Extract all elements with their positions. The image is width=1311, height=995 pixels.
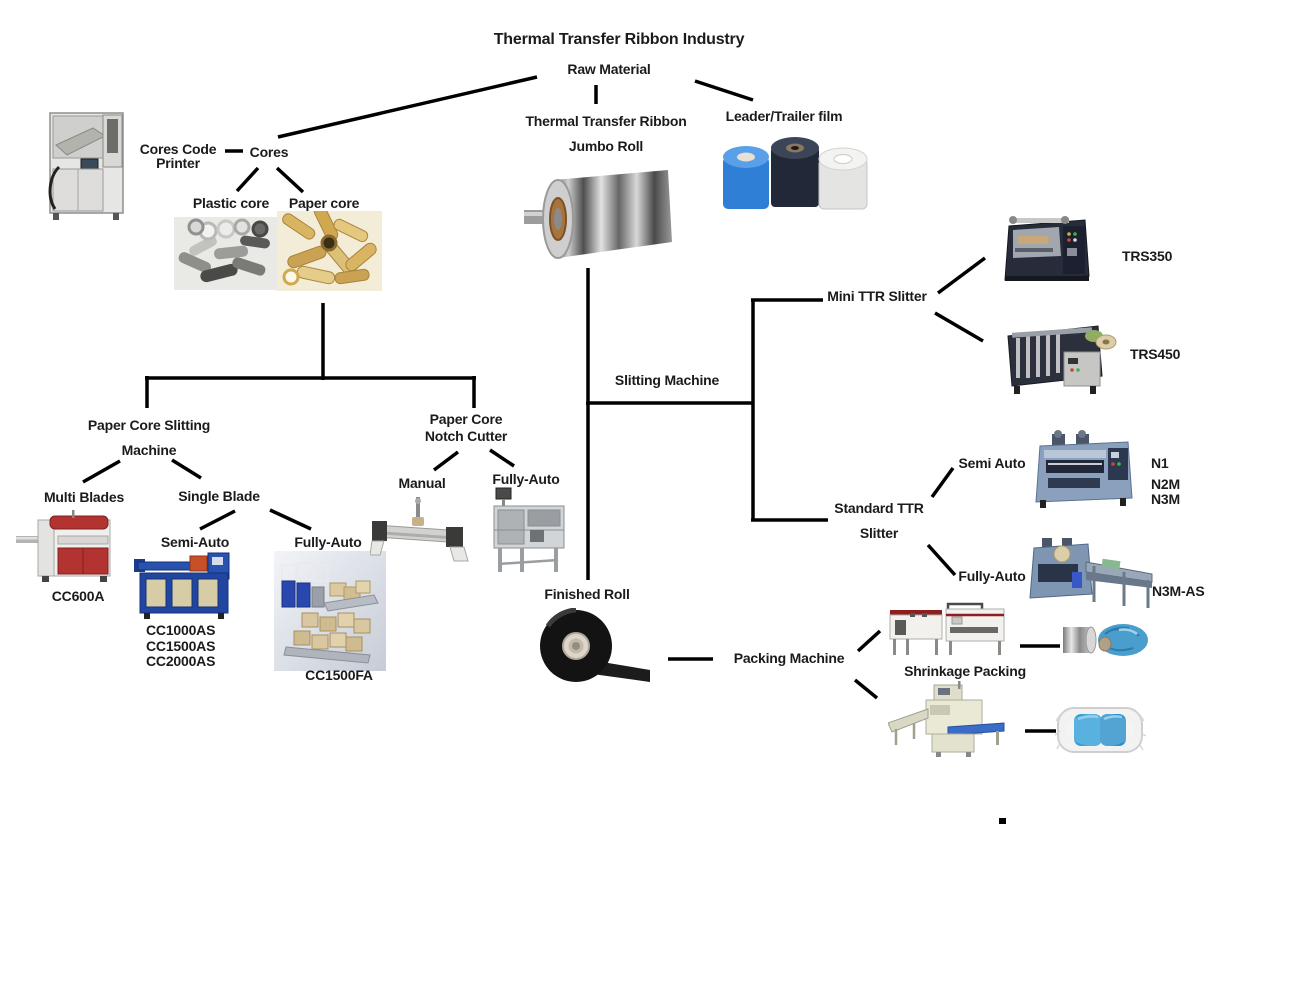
jumbo-roll-image (524, 166, 674, 273)
shrink-packing-machine-image (888, 601, 1015, 663)
node-raw-material: Raw Material (567, 61, 651, 77)
cc600a-image (16, 510, 124, 589)
jumbo-roll-line2: Jumbo Roll (568, 138, 644, 154)
node-std-semi-auto: Semi Auto (958, 455, 1026, 471)
pcn-line2: Notch Cutter (424, 428, 508, 444)
pcs-line1: Paper Core Slitting (87, 417, 211, 433)
node-shrinkage-packing: Shrinkage Packing (904, 663, 1026, 679)
node-cores: Cores (249, 144, 289, 160)
node-notch-fully-auto: Fully-Auto (492, 471, 560, 487)
node-mini-ttr-slitter: Mini TTR Slitter (827, 288, 927, 304)
pillow-packing-machine-image (887, 681, 1018, 763)
cores-code-line1: Cores Code (139, 141, 217, 157)
n-series-slitter-image (1032, 428, 1144, 515)
cores-code-line2: Printer (156, 155, 200, 171)
node-plastic-core: Plastic core (192, 195, 270, 211)
trs450-image (1002, 314, 1122, 403)
node-paper-core-notch-cutter: Paper Core Notch Cutter (424, 411, 508, 445)
node-single-fully-auto: Fully-Auto (294, 534, 362, 550)
node-standard-ttr-slitter: Standard TTR Slitter (834, 496, 924, 546)
model-cc1000as: CC1000AS (146, 622, 216, 638)
model-cc-series: CC1000AS CC1500AS CC2000AS (146, 622, 216, 670)
shrink-wrapped-rolls-image (1061, 620, 1149, 665)
cc1500fa-image (274, 551, 386, 676)
n3m-as-image (1028, 536, 1156, 615)
node-manual: Manual (398, 475, 446, 491)
pcs-line2: Machine (121, 442, 177, 458)
leader-trailer-film-image (717, 133, 879, 226)
node-finished-roll: Finished Roll (544, 586, 630, 602)
model-n3m-as: N3M-AS (1152, 583, 1205, 599)
model-cc2000as: CC2000AS (146, 653, 216, 669)
node-semi-auto: Semi-Auto (160, 534, 230, 550)
node-paper-core: Paper core (288, 195, 360, 211)
node-std-fully-auto: Fully-Auto (958, 568, 1026, 584)
page-title: Thermal Transfer Ribbon Industry (493, 31, 745, 48)
model-trs450: TRS450 (1130, 346, 1181, 362)
manual-notch-cutter-image (369, 493, 472, 570)
model-cc1500as: CC1500AS (146, 637, 216, 654)
cc1000as-image (132, 551, 234, 625)
node-paper-core-slitting-machine: Paper Core Slitting Machine (88, 413, 210, 463)
node-single-blade: Single Blade (178, 488, 260, 504)
model-trs350: TRS350 (1122, 248, 1173, 264)
fully-auto-notch-cutter-image (490, 486, 570, 581)
pcn-line1: Paper Core (429, 411, 503, 427)
node-jumbo-roll: Thermal Transfer Ribbon Jumbo Roll (525, 109, 686, 159)
model-cc1500fa: CC1500FA (305, 667, 373, 683)
node-multi-blades: Multi Blades (43, 489, 125, 505)
model-n3m: N3M (1151, 491, 1180, 507)
node-leader-trailer-film: Leader/Trailer film (725, 108, 843, 124)
model-n2m: N2M (1151, 476, 1180, 492)
bagged-blue-rolls-image (1054, 703, 1147, 762)
node-packing-machine: Packing Machine (733, 650, 845, 666)
model-cc600a: CC600A (51, 588, 105, 604)
node-slitting-machine: Slitting Machine (614, 372, 720, 388)
std-line1: Standard TTR (834, 500, 924, 516)
node-cores-code-printer: Cores Code Printer (140, 142, 217, 170)
plastic-cores-image (174, 217, 277, 295)
stray-dot (999, 818, 1006, 824)
cores-code-printer-image (45, 105, 130, 230)
finished-roll-image (536, 607, 650, 695)
jumbo-roll-line1: Thermal Transfer Ribbon (525, 113, 687, 129)
model-n1: N1 (1151, 455, 1169, 471)
paper-cores-image (277, 204, 382, 296)
trs350-image (999, 212, 1099, 293)
std-line2: Slitter (859, 525, 899, 541)
